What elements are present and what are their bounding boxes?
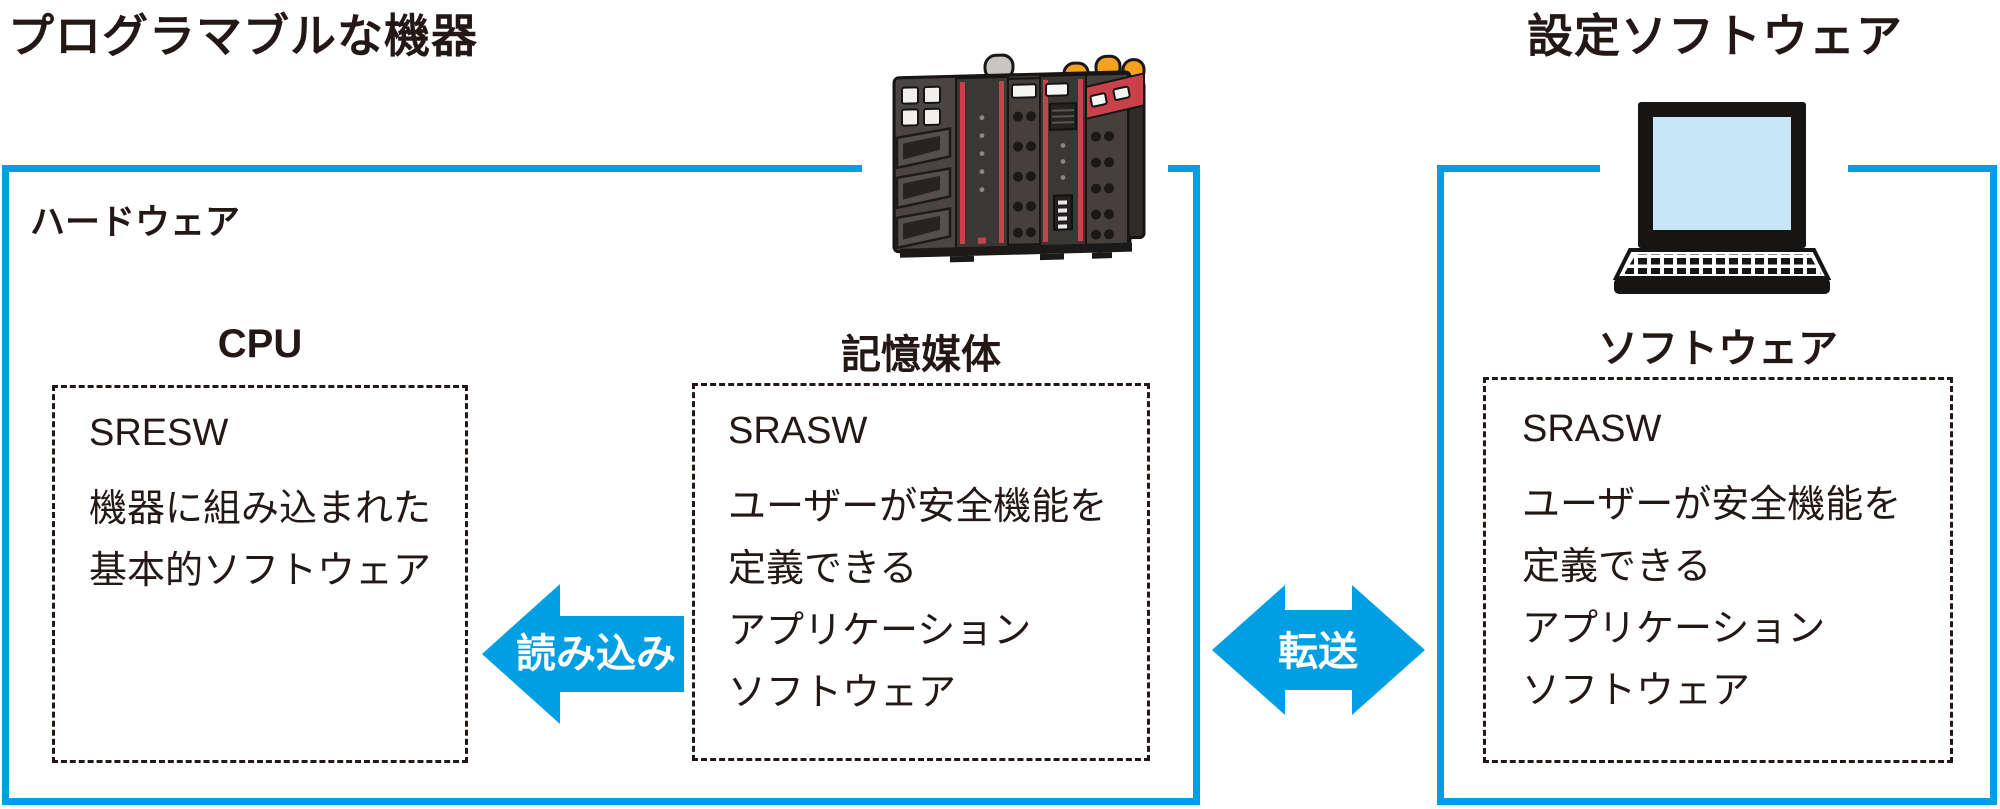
software-code-srasw: SRASW [1522,408,1662,450]
software-box: SRASW ユーザーが安全機能を 定義できる アプリケーション ソフトウェア [1483,377,1953,763]
controller-terminals [1091,131,1114,240]
hardware-panel-label: ハードウェア [30,203,241,242]
storage-description-line: ソフトウェア [728,672,957,714]
software-heading: ソフトウェア [1598,327,1838,371]
storage-description-line: アプリケーション [728,610,1032,652]
page-title-programmable-device: プログラマブルな機器 [8,10,478,62]
cpu-description-line: 基本的ソフトウェア [89,550,432,592]
storage-description: ユーザーが安全機能を 定義できる アプリケーション ソフトウェア [728,476,1147,724]
controller-connector-bays [895,126,952,250]
controller-terminals [1013,111,1036,238]
cpu-description-line: 機器に組み込まれた [89,488,432,530]
load-arrow: 読み込み [482,584,684,724]
page-title-configuration-software: 設定ソフトウェア [1527,10,1903,62]
load-arrow-label: 読み込み [516,632,676,676]
laptop-icon [1612,102,1832,294]
cpu-heading: CPU [217,322,303,366]
cpu-box: SRESW 機器に組み込まれた 基本的ソフトウェア [52,385,468,763]
storage-media-heading: 記憶媒体 [841,333,1001,377]
storage-description-line: 定義できる [728,548,918,590]
safety-controller-icon [892,53,1146,263]
cpu-description: 機器に組み込まれた 基本的ソフトウェア [89,478,465,602]
laptop-screen [1653,117,1791,230]
software-description-line: ソフトウェア [1522,670,1751,712]
transfer-arrow: 転送 [1212,585,1425,715]
hardware-panel [2,165,1200,805]
transfer-arrow-label: 転送 [1278,630,1358,674]
laptop-base [1614,278,1830,294]
storage-media-box: SRASW ユーザーが安全機能を 定義できる アプリケーション ソフトウェア [692,383,1150,761]
storage-code-srasw: SRASW [728,410,868,452]
storage-description-line: ユーザーが安全機能を [728,486,1108,528]
software-description-line: アプリケーション [1522,608,1826,650]
load-arrow-shape [482,584,684,724]
software-description-line: 定義できる [1522,546,1712,588]
transfer-arrow-shape [1212,585,1425,715]
software-description: ユーザーが安全機能を 定義できる アプリケーション ソフトウェア [1522,474,1950,722]
software-description-line: ユーザーが安全機能を [1522,484,1902,526]
cpu-code-sresw: SRESW [89,412,229,454]
